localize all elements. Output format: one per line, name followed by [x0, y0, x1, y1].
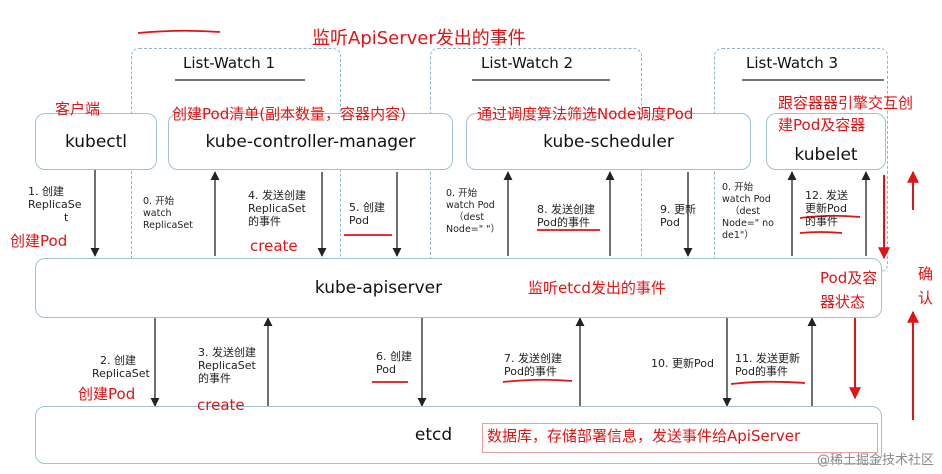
kubectl-box[interactable]: kubectl [35, 113, 157, 170]
etcd-note: 数据库，存储部署信息，发送事件给ApiServer [487, 427, 801, 445]
list-watch-2-title: List-Watch 2 [481, 54, 574, 72]
confirm-line1: 确 [918, 265, 934, 283]
kubelet-note-line2: 建Pod及容器 [778, 116, 866, 134]
list-watch-1-title: List-Watch 1 [183, 54, 276, 72]
apiserver-box[interactable]: kube-apiserver [35, 258, 882, 318]
diagram-title: 监听ApiServer发出的事件 [312, 28, 526, 49]
scheduler-box[interactable]: kube-scheduler [466, 113, 751, 170]
client-note: 客户端 [55, 100, 101, 118]
list-watch-3-title: List-Watch 3 [746, 54, 839, 72]
etcd-box[interactable]: etcd [35, 406, 882, 464]
scheduler-label: kube-scheduler [543, 131, 674, 152]
apiserver-note: 监听etcd发出的事件 [528, 279, 666, 297]
kubelet-box[interactable]: kubelet [766, 113, 886, 170]
create-top: create [250, 237, 298, 255]
etcd-label: etcd [414, 425, 453, 445]
etcd-note-frame [482, 423, 878, 453]
kubectl-label: kubectl [64, 131, 128, 152]
apiserver-label: kube-apiserver [314, 278, 443, 298]
create-pod-top: 创建Pod [10, 232, 68, 250]
controller-manager-box[interactable]: kube-controller-manager [168, 113, 453, 170]
step-10-label: 10. 更新Pod [651, 357, 714, 370]
pod-status-line1: Pod及容 [820, 269, 878, 287]
controller-manager-note: 创建Pod清单(副本数量，容器内容) [172, 105, 406, 123]
scheduler-note: 通过调度算法筛选Node调度Pod [477, 105, 694, 123]
create-bottom: create [197, 396, 245, 414]
controller-manager-label: kube-controller-manager [205, 131, 416, 152]
watermark: @稀土掘金技术社区 [816, 453, 934, 468]
kubelet-label: kubelet [794, 144, 858, 165]
kubelet-note-line1: 跟容器器引擎交互创 [778, 94, 914, 112]
confirm-line2: 认 [918, 289, 934, 307]
pod-status-line2: 器状态 [820, 293, 866, 311]
create-pod-bottom: 创建Pod [78, 385, 136, 403]
